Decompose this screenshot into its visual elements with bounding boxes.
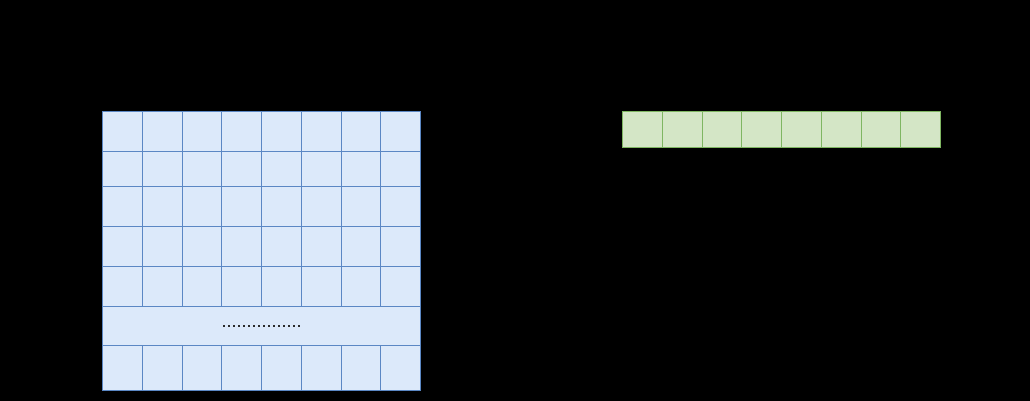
- matrix-cell: [381, 112, 420, 151]
- matrix-cell: [222, 187, 262, 226]
- matrix-cell: [342, 346, 382, 390]
- matrix-cell: [103, 152, 143, 186]
- matrix-cell: [143, 267, 183, 306]
- matrix-cell: [143, 346, 183, 390]
- matrix-cell: [222, 346, 262, 390]
- matrix-cell: [381, 267, 420, 306]
- matrix-cell: [342, 187, 382, 226]
- matrix-cell: [302, 267, 342, 306]
- matrix-cell: [262, 187, 302, 226]
- vector-strip: [622, 111, 941, 148]
- vector-cell: [703, 112, 743, 147]
- matrix-cell: [103, 227, 143, 266]
- vector-cell: [623, 112, 663, 147]
- matrix-cell: [262, 346, 302, 390]
- matrix-cell: [381, 187, 420, 226]
- matrix-cell: [262, 267, 302, 306]
- matrix-cell: [342, 112, 382, 151]
- matrix-cell: [381, 346, 420, 390]
- vector-cell: [862, 112, 902, 147]
- matrix-row: [103, 187, 420, 227]
- matrix-cell: [143, 112, 183, 151]
- matrix-cell: [302, 346, 342, 390]
- matrix-cell: [183, 267, 223, 306]
- matrix-cell: [183, 112, 223, 151]
- matrix-cell: [262, 112, 302, 151]
- matrix-cell: [143, 187, 183, 226]
- matrix-cell: [302, 227, 342, 266]
- matrix-cell: [222, 227, 262, 266]
- vector-cell: [782, 112, 822, 147]
- matrix-cell: [302, 112, 342, 151]
- matrix-cell: [222, 267, 262, 306]
- matrix-cell: [262, 152, 302, 186]
- matrix-row: [103, 152, 420, 187]
- matrix-cell: [103, 112, 143, 151]
- matrix-cell: [143, 152, 183, 186]
- matrix-grid: [102, 111, 421, 391]
- matrix-cell: [222, 152, 262, 186]
- matrix-cell: [262, 227, 302, 266]
- matrix-cell: [103, 267, 143, 306]
- vector-cell: [663, 112, 703, 147]
- matrix-cell: [103, 187, 143, 226]
- matrix-cell: [143, 227, 183, 266]
- matrix-row: [103, 112, 420, 152]
- matrix-cell: [342, 152, 382, 186]
- vector-cell: [901, 112, 940, 147]
- vector-cell: [742, 112, 782, 147]
- matrix-cell: [183, 152, 223, 186]
- matrix-cell: [342, 227, 382, 266]
- matrix-cell: [222, 112, 262, 151]
- matrix-cell: [183, 187, 223, 226]
- ellipsis-icon: [222, 325, 301, 327]
- matrix-ellipsis-row: [103, 307, 420, 346]
- matrix-cell: [381, 227, 420, 266]
- matrix-row: [103, 346, 420, 390]
- matrix-cell: [183, 346, 223, 390]
- matrix-row: [103, 267, 420, 307]
- matrix-cell: [342, 267, 382, 306]
- matrix-cell: [381, 152, 420, 186]
- vector-cell: [822, 112, 862, 147]
- matrix-cell: [103, 346, 143, 390]
- matrix-cell: [183, 227, 223, 266]
- matrix-cell: [302, 152, 342, 186]
- matrix-row: [103, 227, 420, 267]
- matrix-cell: [302, 187, 342, 226]
